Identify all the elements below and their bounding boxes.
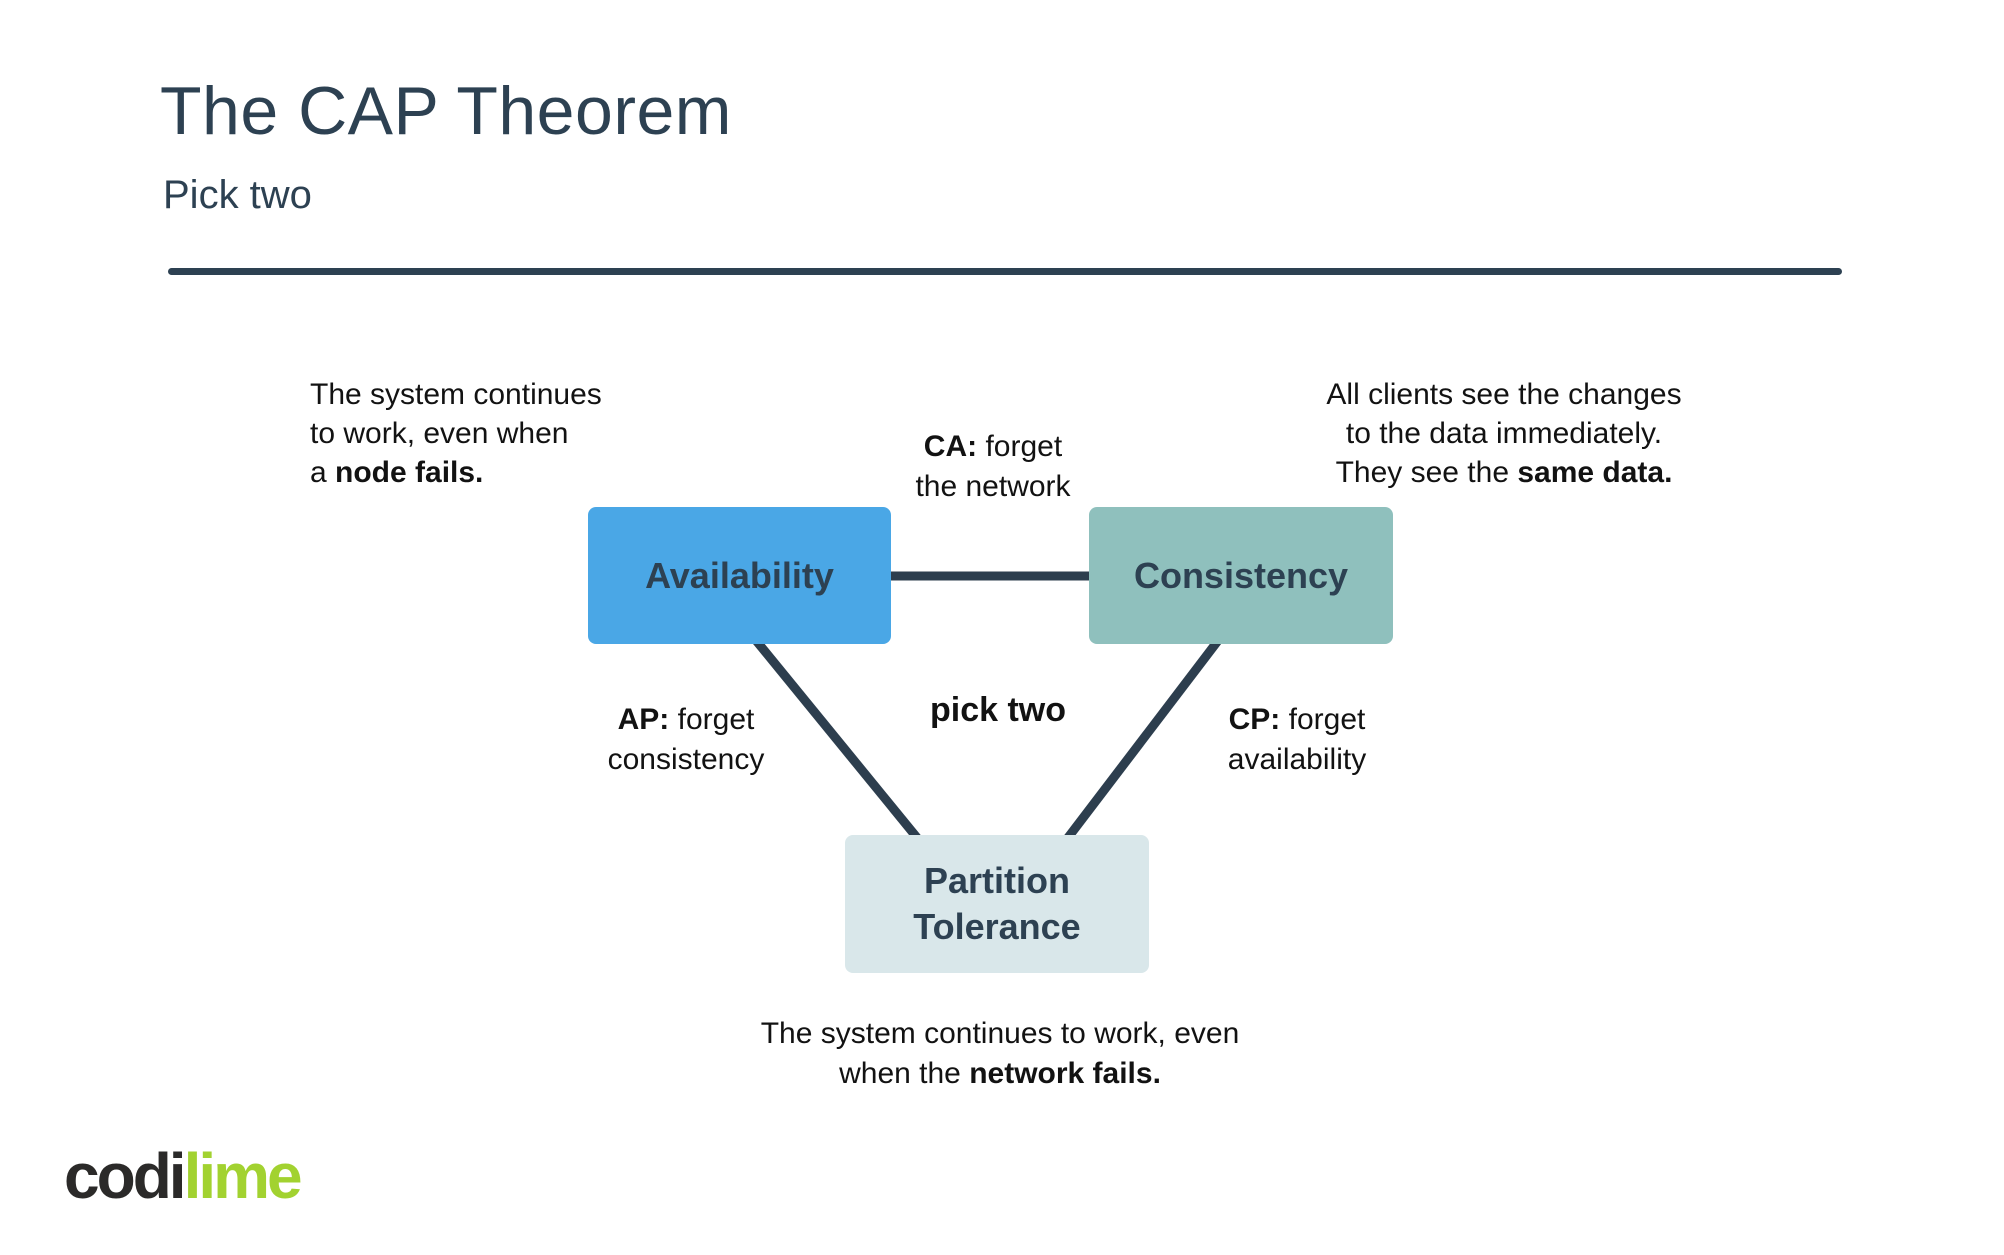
- logo-text-codi: codi: [64, 1140, 187, 1212]
- availability-box: Availability: [588, 507, 891, 644]
- codilime-logo: codilime: [64, 1144, 303, 1208]
- annotation-partition-line2: when the network fails.: [839, 1057, 1161, 1090]
- page-subtitle: Pick two: [163, 173, 312, 217]
- partition-label-line1: Partition: [923, 860, 1070, 901]
- partition-label-line2: Tolerance: [913, 906, 1081, 947]
- availability-label: Availability: [645, 554, 834, 596]
- center-label-pick-two: pick two: [929, 691, 1067, 729]
- consistency-label: Consistency: [1133, 554, 1349, 596]
- title-divider: [168, 268, 1842, 275]
- consistency-box: Consistency: [1089, 507, 1393, 644]
- edge-label-ap: AP: forget consistency: [607, 703, 765, 776]
- annotation-partition: The system continues to work, even when …: [700, 1014, 1300, 1094]
- edge-cp-line: [1050, 635, 1224, 859]
- annotation-availability: The system continues to work, even when …: [310, 375, 602, 492]
- annotation-availability-line1: The system continues: [310, 378, 602, 411]
- edge-ap-line: [750, 635, 936, 859]
- annotation-availability-line2: to work, even when: [310, 417, 569, 450]
- annotation-consistency: All clients see the changes to the data …: [1313, 375, 1695, 492]
- edge-label-cp: CP: forget availability: [1227, 703, 1367, 776]
- edge-label-ca: CA: forget the network: [915, 430, 1071, 503]
- logo-text-lime: lime: [183, 1140, 303, 1212]
- partition-tolerance-box: Partition Tolerance: [845, 835, 1149, 973]
- annotation-consistency-line2: to the data immediately.: [1345, 417, 1663, 450]
- page-title: The CAP Theorem: [160, 73, 732, 149]
- annotation-availability-line3: a node fails.: [310, 456, 484, 489]
- annotation-consistency-line1: All clients see the changes: [1326, 378, 1682, 411]
- annotation-consistency-line3: They see the same data.: [1335, 456, 1673, 489]
- annotation-partition-line1: The system continues to work, even: [760, 1017, 1240, 1050]
